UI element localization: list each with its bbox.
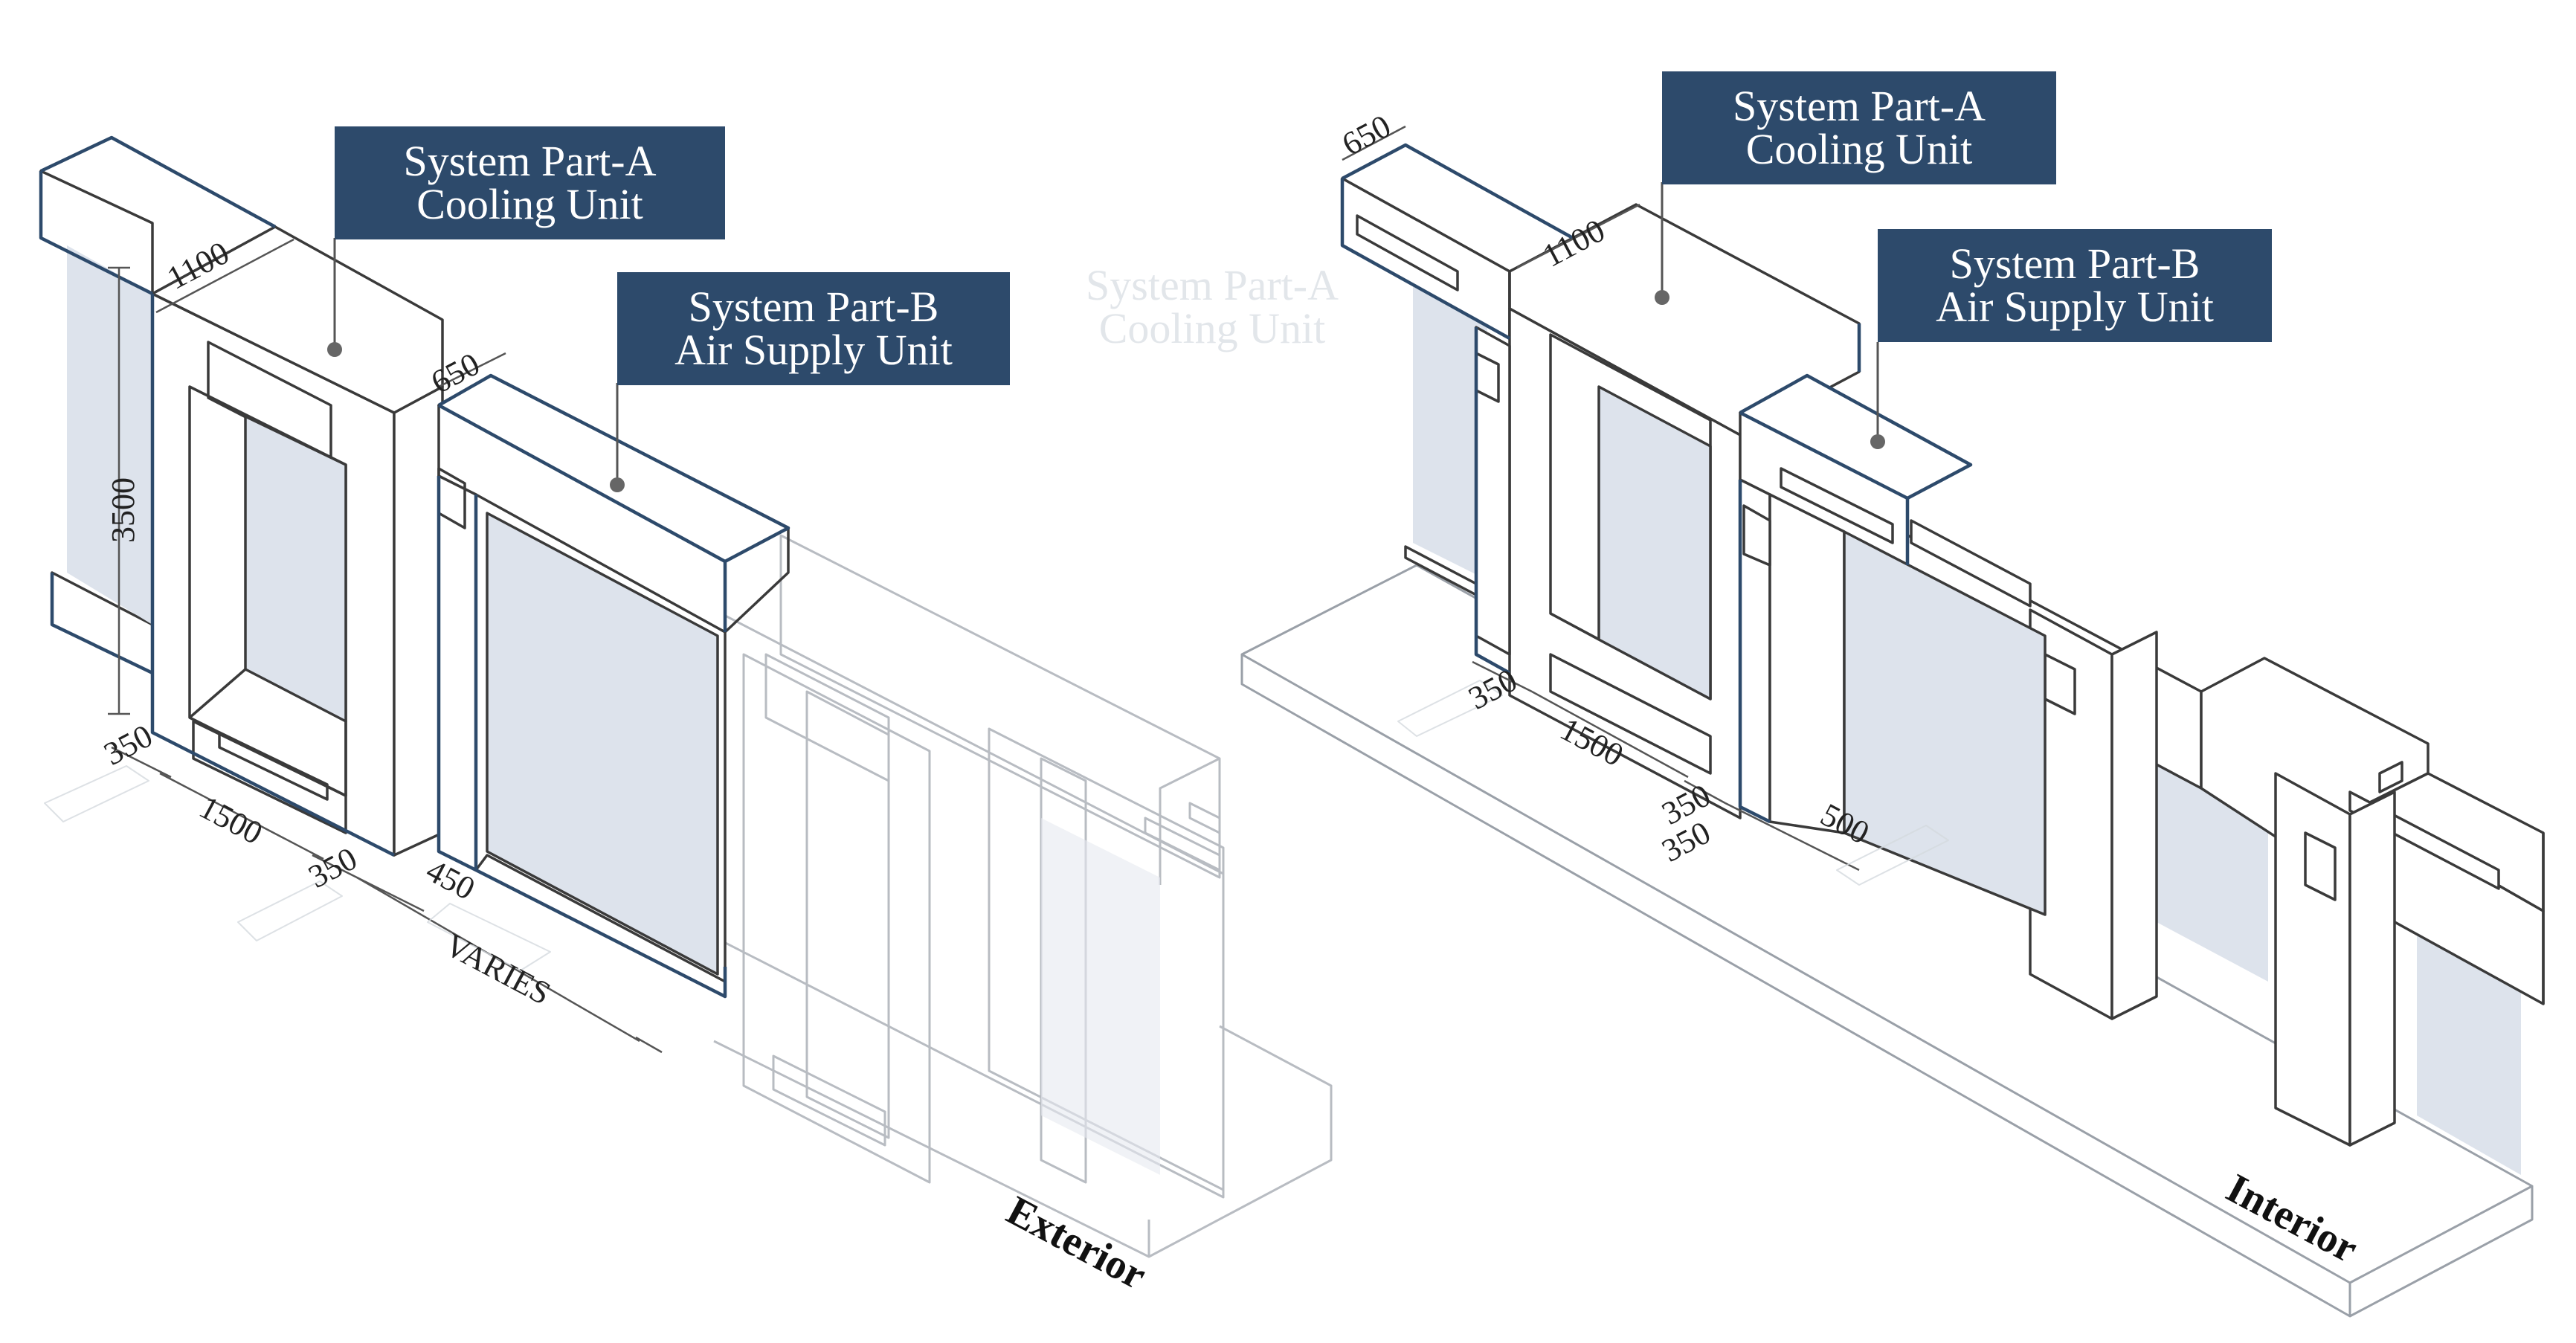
right-callout-part-b-line1: System Part-B (1949, 239, 2200, 288)
right-leader-dot-a (1655, 290, 1669, 305)
left-ghost-callout: System Part-A Cooling Unit (1041, 264, 1383, 361)
left-part-b (437, 374, 790, 998)
left-ghost-callout-line1: System Part-A (1086, 261, 1339, 309)
left-leader-dot-b (610, 477, 625, 492)
left-part-a-outline (39, 135, 396, 857)
left-dim-varies: VARIES (439, 927, 556, 1012)
left-part-a (39, 136, 444, 857)
left-callout-part-a-line2: Cooling Unit (416, 180, 643, 228)
left-ghost-glass (1041, 818, 1160, 1175)
left-dim-3500: 3500 (105, 477, 141, 543)
right-part-a-outline (1340, 143, 1861, 674)
right-callout-part-a-line1: System Part-A (1733, 82, 1986, 130)
right-callout-part-a-line2: Cooling Unit (1745, 125, 1973, 173)
left-ghost-modules (712, 534, 1333, 1258)
interior-label: Interior (2219, 1165, 2366, 1272)
right-callout-part-a: System Part-A Cooling Unit (1662, 71, 2056, 184)
right-leaders (1661, 182, 1879, 440)
left-callout-part-b: System Part-B Air Supply Unit (617, 272, 1010, 385)
right-base (1240, 564, 2534, 1318)
right-part-a (1341, 144, 1861, 819)
right-dim-350-c: 350 (1656, 814, 1716, 869)
left-dim-1500: 1500 (193, 789, 268, 852)
right-leader-dot-b (1870, 434, 1885, 449)
left-leader-dot-a (327, 342, 342, 357)
right-ground-shadow (1397, 680, 1949, 886)
left-part-b-outline (437, 373, 790, 999)
left-leaders (333, 238, 619, 482)
left-callout-part-b-line1: System Part-B (688, 283, 939, 331)
right-callout-part-b-line2: Air Supply Unit (1936, 283, 2214, 331)
right-part-b-outline (1738, 373, 1973, 824)
right-dimension-lines (1342, 125, 1860, 872)
left-callout-part-a: System Part-A Cooling Unit (335, 126, 725, 239)
left-callout-part-b-line2: Air Supply Unit (674, 326, 953, 374)
right-part-b (1739, 374, 2047, 916)
right-view: 650 1100 350 1500 350 350 500 Interior (1240, 108, 2545, 1318)
left-ghost-callout-line2: Cooling Unit (1098, 304, 1326, 352)
left-ground-shadow (44, 765, 551, 971)
exterior-label: Exterior (999, 1188, 1154, 1299)
left-dim-350-a: 350 (98, 718, 158, 773)
left-callout-part-a-line1: System Part-A (403, 137, 657, 185)
right-callout-part-b: System Part-B Air Supply Unit (1878, 229, 2272, 342)
left-dim-350-b: 350 (303, 840, 363, 895)
